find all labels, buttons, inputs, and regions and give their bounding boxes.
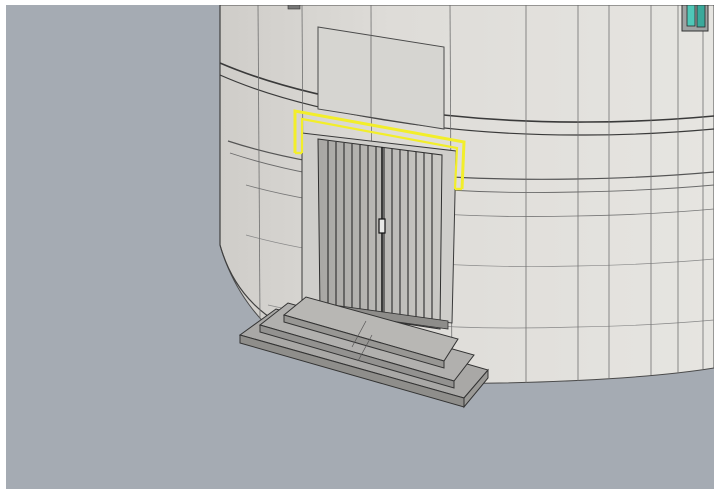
selection-highlight-inner	[300, 117, 459, 190]
stair-step-1-side	[463, 368, 489, 409]
tower-cornice-bottom	[219, 74, 714, 136]
upper-window[interactable]	[681, 5, 709, 32]
stair-step-3-front	[283, 314, 445, 369]
stair-seams	[351, 320, 373, 362]
selection-highlight-outer	[293, 109, 466, 190]
stair-step-2-front	[259, 324, 455, 389]
door-recess	[317, 138, 443, 330]
door-slats	[327, 141, 433, 328]
tower-cornice-top	[219, 62, 714, 123]
entrance-door[interactable]	[301, 132, 457, 330]
3d-viewport[interactable]	[6, 5, 714, 489]
small-window-sill	[287, 5, 301, 10]
upper-door-panel	[317, 26, 445, 130]
entrance-stairs[interactable]	[238, 296, 489, 409]
door-handle[interactable]	[378, 218, 386, 234]
door-frame-trim[interactable]	[293, 109, 466, 191]
viewport-canvas[interactable]	[6, 5, 714, 489]
